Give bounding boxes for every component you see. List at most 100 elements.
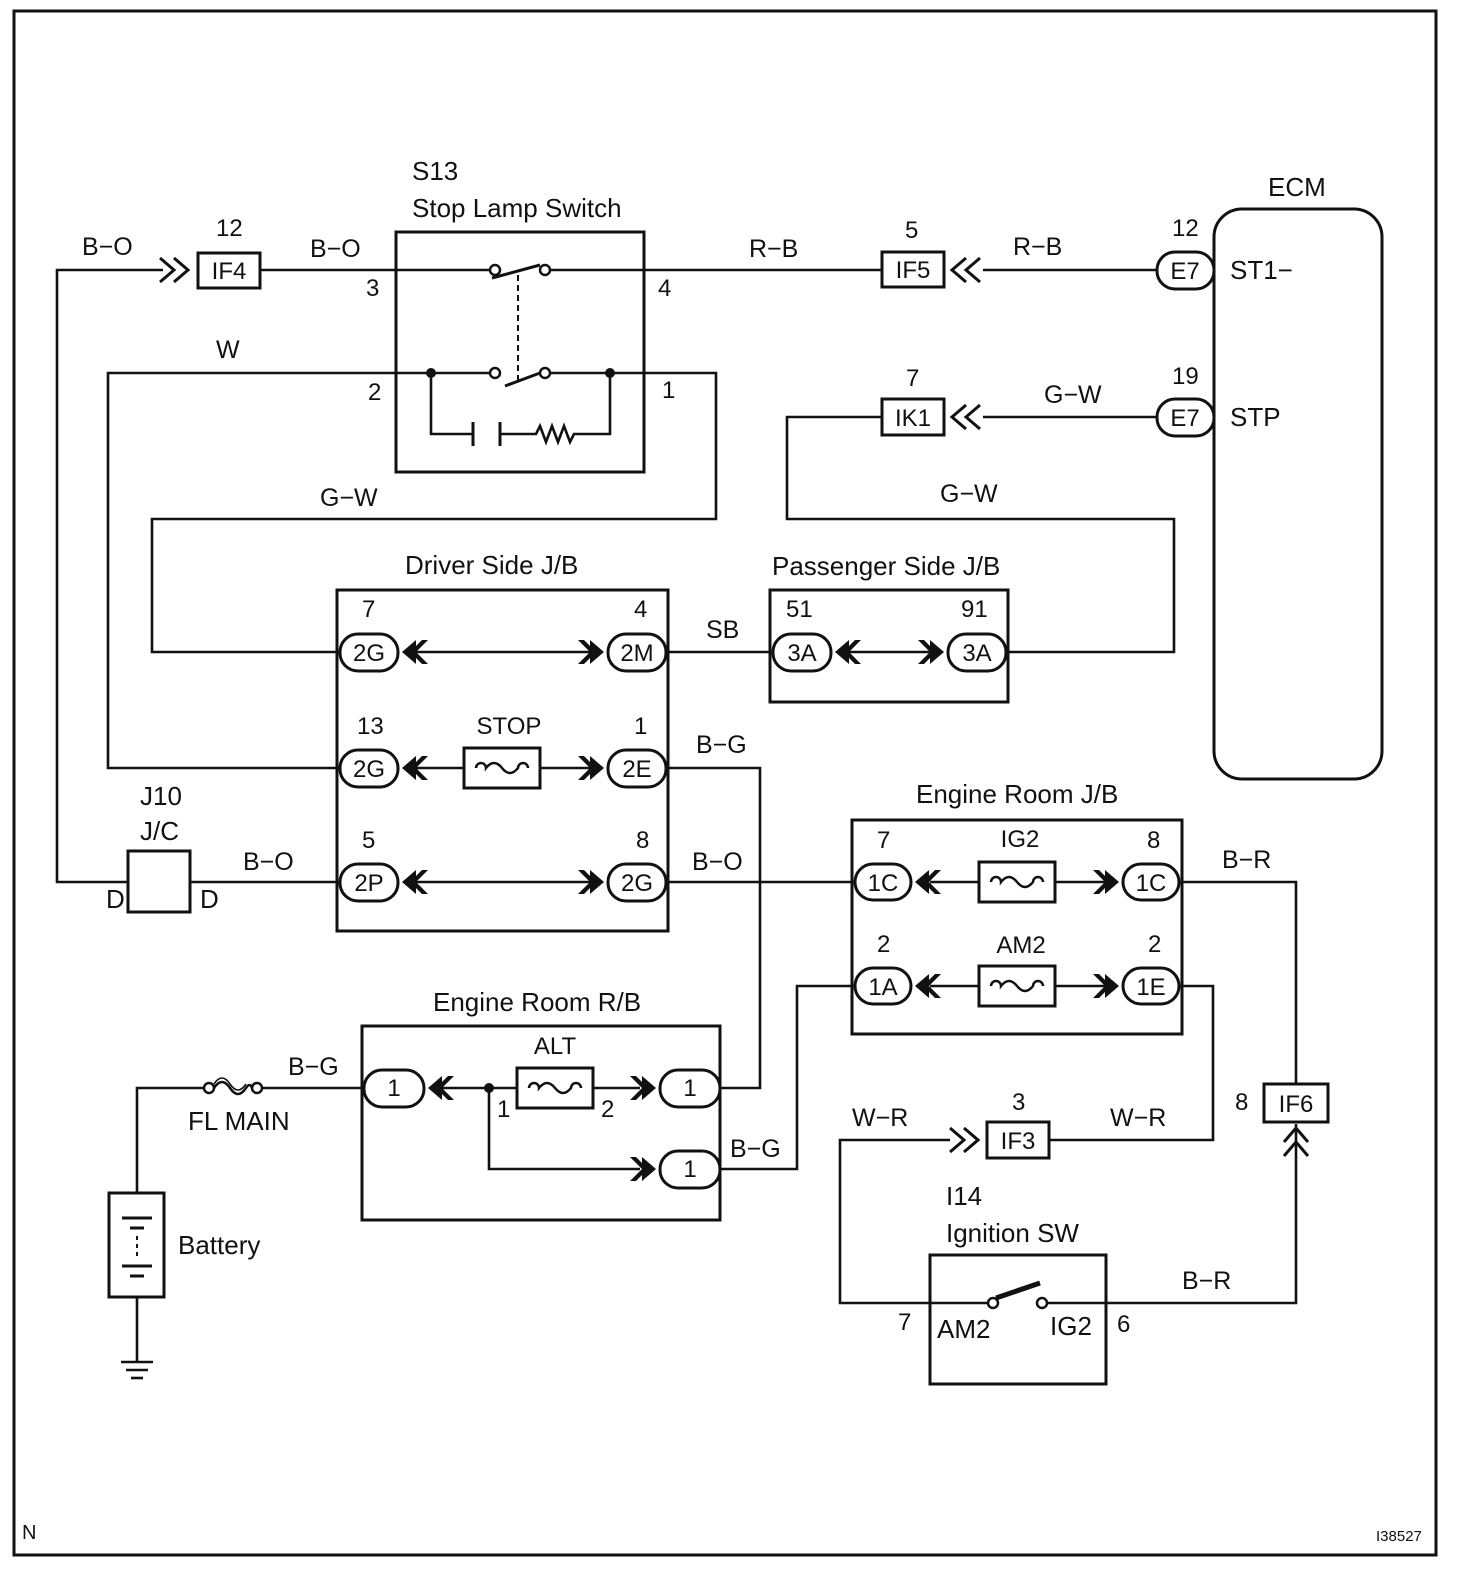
svg-text:2G: 2G — [353, 640, 385, 667]
svg-text:2G: 2G — [353, 756, 385, 783]
jc-pin-right: D — [200, 884, 219, 914]
fuse-ig2 — [977, 860, 1057, 904]
ignition-name: Ignition SW — [946, 1218, 1079, 1248]
wire-label-r-b-1: R−B — [749, 235, 798, 263]
wire-label-b-o-4: B−O — [692, 848, 743, 876]
ecm-conn-st1: E7 — [1170, 258, 1199, 285]
connector-if6: IF6 8 — [1235, 1082, 1330, 1157]
svg-text:12: 12 — [216, 215, 243, 242]
fuse-stop-label: STOP — [477, 713, 542, 740]
wire-label-w-r-2: W−R — [1110, 1104, 1166, 1132]
svg-text:8: 8 — [636, 827, 649, 854]
ignition-switch: I14 Ignition SW AM2 IG2 7 6 — [898, 1181, 1130, 1386]
engine-rb-title: Engine Room R/B — [433, 987, 641, 1017]
engine-room-jb: Engine Room J/B 1C 7 IG2 1C 8 1A 2 AM2 1… — [850, 779, 1184, 1036]
fuse-alt-label: ALT — [534, 1033, 577, 1060]
jc-code: J10 — [140, 781, 182, 811]
diagram-frame — [12, 9, 1438, 1557]
ignition-code: I14 — [946, 1181, 982, 1211]
wire-label-w: W — [216, 336, 240, 364]
corner-mark: N — [22, 1522, 36, 1544]
svg-text:IK1: IK1 — [895, 405, 931, 432]
svg-text:3A: 3A — [962, 640, 991, 667]
ecm-title: ECM — [1268, 172, 1326, 202]
svg-text:1: 1 — [683, 1075, 696, 1102]
wire-label-b-g-3: B−G — [730, 1135, 781, 1163]
wire-color-labels: B−O B−O R−B R−B W G−W G−W G−W SB B−G B−O… — [82, 233, 1271, 1295]
switch-pin-2: 2 — [368, 379, 381, 406]
wire-label-b-g-1: B−G — [696, 731, 747, 759]
fusible-link-icon — [202, 1077, 264, 1096]
wire-label-b-o-1: B−O — [82, 233, 133, 261]
svg-text:8: 8 — [1147, 827, 1160, 854]
svg-text:2: 2 — [601, 1096, 614, 1123]
connector-if5: IF5 5 — [880, 217, 981, 289]
svg-text:1E: 1E — [1136, 974, 1165, 1001]
connector-ik1: IK1 7 — [880, 365, 981, 437]
svg-text:4: 4 — [634, 596, 647, 623]
svg-text:IF3: IF3 — [1001, 1128, 1036, 1155]
ecm-pin-stp: 19 — [1172, 363, 1199, 390]
ecm-signal-st1: ST1− — [1230, 255, 1293, 285]
ecm-signal-stp: STP — [1230, 402, 1281, 432]
ignition-pin-ig2: 6 — [1117, 1311, 1130, 1338]
ground-icon — [121, 1360, 153, 1380]
battery-label: Battery — [178, 1230, 260, 1260]
wire-label-sb: SB — [706, 616, 739, 644]
svg-text:1A: 1A — [868, 974, 897, 1001]
passenger-side-jb: Passenger Side J/B 3A 51 3A 91 — [768, 551, 1010, 704]
engine-room-rb: Engine Room R/B 1 ALT 1 2 1 1 — [360, 987, 722, 1222]
fuse-stop — [462, 746, 542, 790]
stop-lamp-switch: S13 Stop Lamp Switch 3 4 2 1 — [366, 156, 675, 474]
connector-if3: IF3 3 — [949, 1089, 1051, 1160]
svg-text:3: 3 — [1012, 1089, 1025, 1116]
svg-text:2E: 2E — [622, 756, 651, 783]
wire-label-b-g-2: B−G — [288, 1053, 339, 1081]
switch-pin-3: 3 — [366, 275, 379, 302]
svg-text:7: 7 — [362, 596, 375, 623]
switch-code: S13 — [412, 156, 458, 186]
wire-label-g-w-2: G−W — [320, 484, 378, 512]
fuse-am2-label: AM2 — [996, 932, 1045, 959]
ignition-term-am2: AM2 — [937, 1314, 990, 1344]
svg-text:IF5: IF5 — [896, 257, 931, 284]
ignition-term-ig2: IG2 — [1050, 1311, 1092, 1341]
fuse-alt — [515, 1066, 595, 1110]
junction-connector: J10 J/C D D — [106, 781, 219, 914]
driver-jb-title: Driver Side J/B — [405, 550, 578, 580]
ignition-pin-am2: 7 — [898, 1309, 911, 1336]
svg-text:7: 7 — [877, 827, 890, 854]
fuse-ig2-label: IG2 — [1001, 826, 1040, 853]
ecm-pin-st1: 12 — [1172, 215, 1199, 242]
svg-text:1: 1 — [634, 713, 647, 740]
svg-text:2P: 2P — [354, 870, 383, 897]
jc-pin-left: D — [106, 884, 125, 914]
svg-text:IF6: IF6 — [1279, 1091, 1314, 1118]
svg-text:IF4: IF4 — [212, 258, 247, 285]
wire-label-b-r-1: B−R — [1222, 846, 1271, 874]
engine-jb-title: Engine Room J/B — [916, 779, 1118, 809]
ecm-conn-stp: E7 — [1170, 405, 1199, 432]
svg-text:1C: 1C — [868, 870, 899, 897]
svg-text:3A: 3A — [787, 640, 816, 667]
wire-label-g-w-3: G−W — [940, 480, 998, 508]
svg-text:1: 1 — [683, 1156, 696, 1183]
jc-name: J/C — [140, 816, 179, 846]
switch-name: Stop Lamp Switch — [412, 193, 622, 223]
switch-pin-1: 1 — [662, 377, 675, 404]
fuse-am2 — [977, 964, 1057, 1008]
svg-text:2: 2 — [1148, 931, 1161, 958]
svg-text:7: 7 — [906, 365, 919, 392]
svg-text:13: 13 — [357, 713, 384, 740]
battery: Battery FL MAIN — [107, 1077, 290, 1380]
wire-label-w-r-1: W−R — [852, 1104, 908, 1132]
wire-label-b-r-2: B−R — [1182, 1267, 1231, 1295]
svg-text:1: 1 — [497, 1096, 510, 1123]
svg-text:2: 2 — [877, 931, 890, 958]
svg-text:8: 8 — [1235, 1089, 1248, 1116]
svg-text:5: 5 — [905, 217, 918, 244]
figure-id: I38527 — [1376, 1528, 1422, 1545]
svg-text:5: 5 — [362, 827, 375, 854]
passenger-jb-title: Passenger Side J/B — [772, 551, 1000, 581]
